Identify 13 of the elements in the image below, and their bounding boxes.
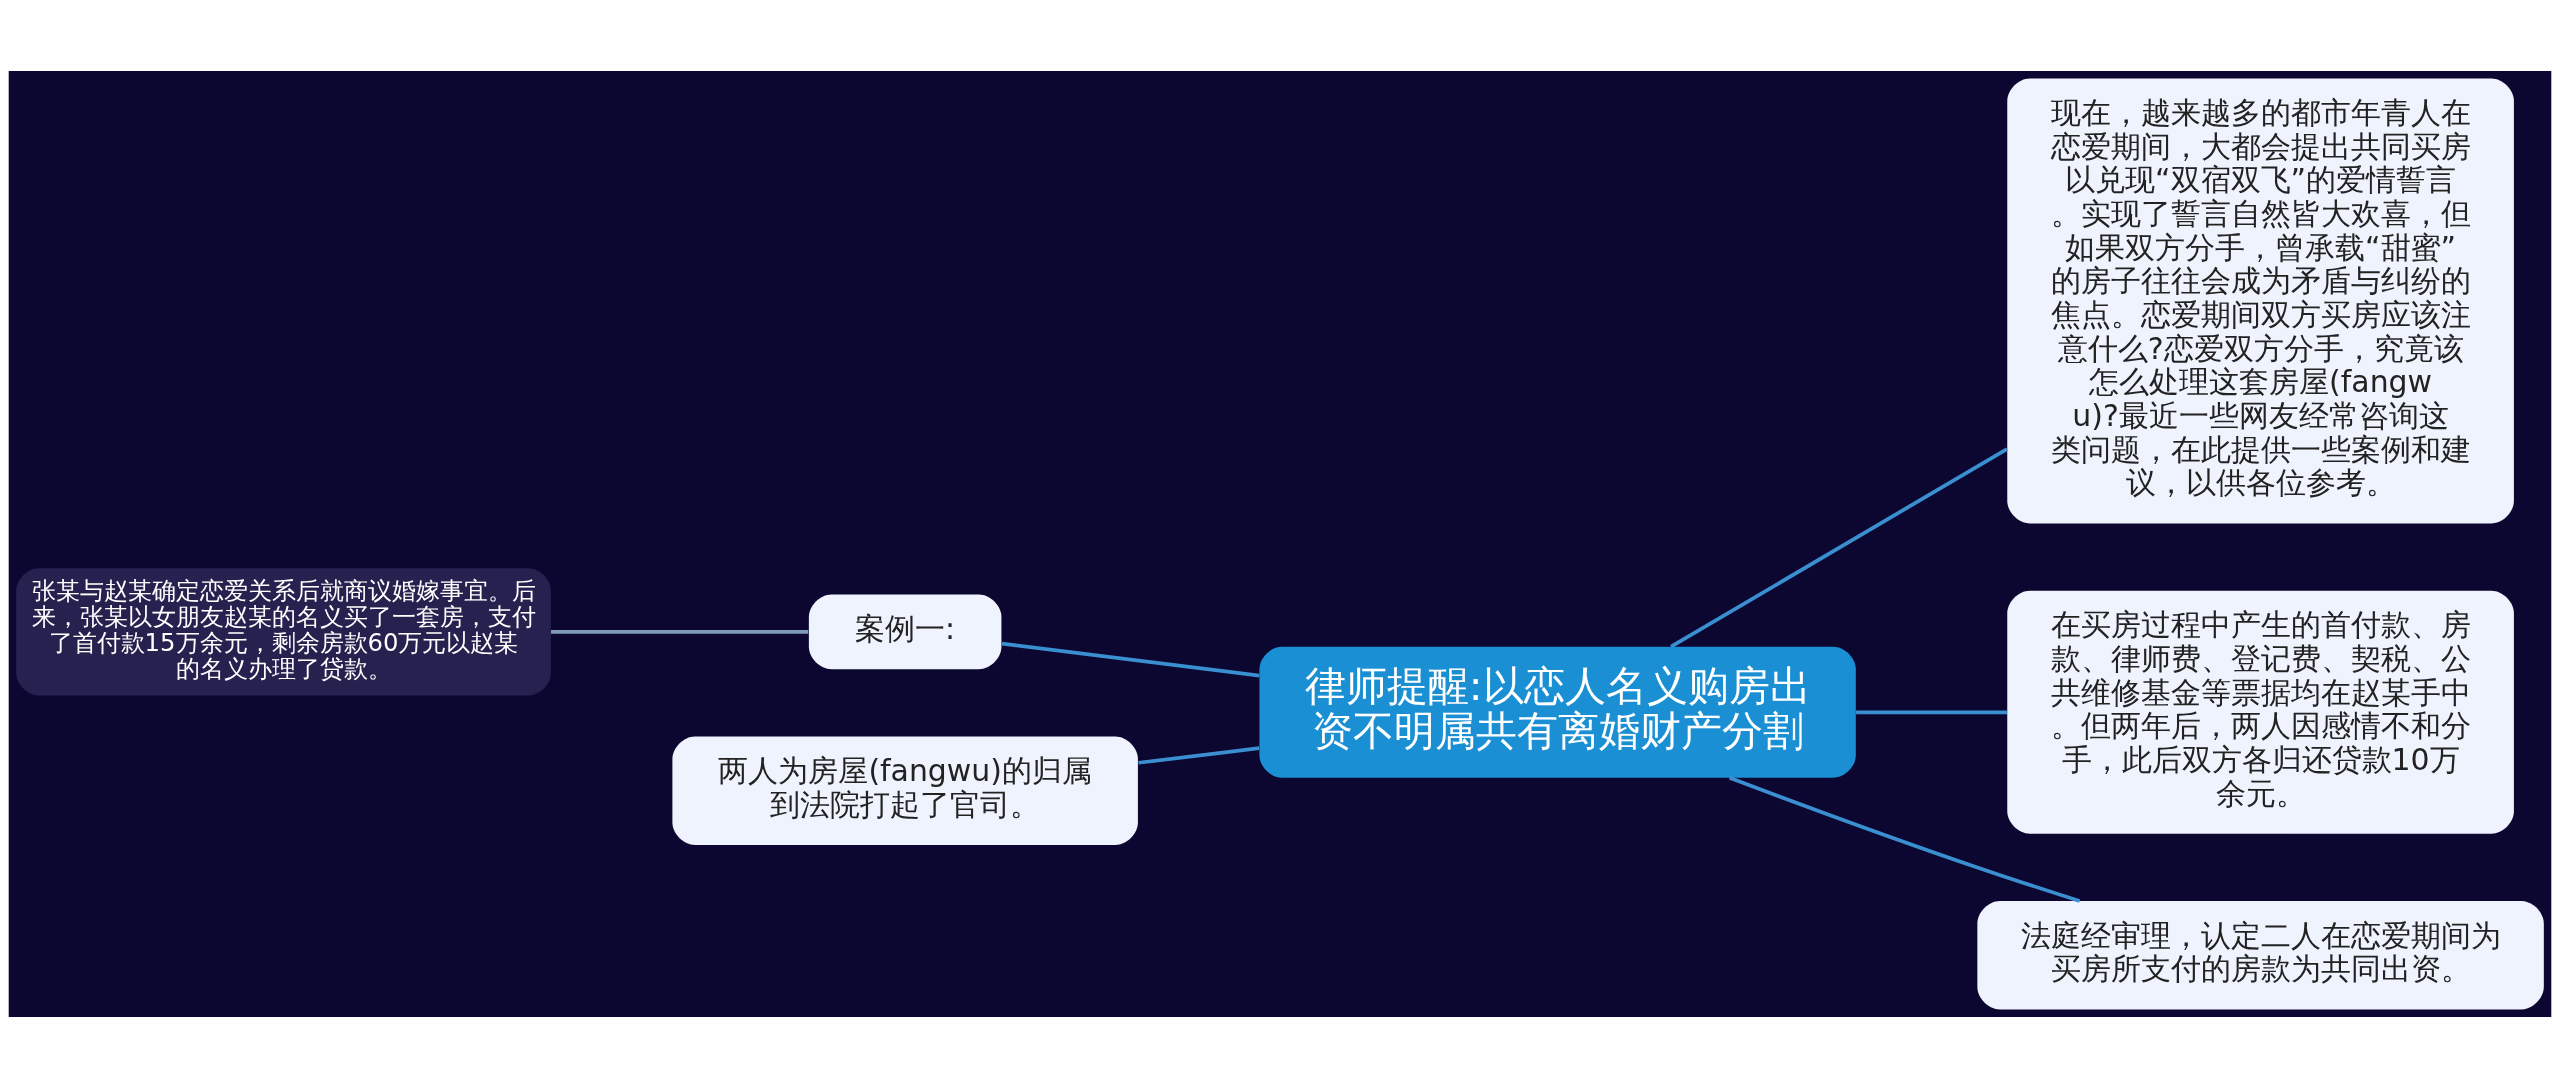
connector bbox=[1001, 641, 1260, 677]
connector bbox=[1670, 446, 2008, 648]
connector bbox=[551, 629, 809, 634]
node-box: 法庭经审理，认定二人在恋爱期间为买房所支付的房款为共同出资。 bbox=[1977, 900, 2544, 1009]
node-box: 张某与赵某确定恋爱关系后就商议婚嫁事宜。后来，张某以女朋友赵某的名义买了一套房，支付了首付款15万余元，剩余房款60万元以赵某的名义办理了贷款。 bbox=[16, 567, 551, 695]
connector bbox=[1856, 709, 2007, 714]
node-box: 两人为房屋(fangwu)的归属到法院打起了官司。 bbox=[672, 736, 1138, 845]
node-box: 案例一: bbox=[808, 594, 1002, 669]
connector bbox=[1728, 775, 2081, 903]
node-box: 现在，越来越多的都市年青人在恋爱期间，大都会提出共同买房以兑现“双宿双飞”的爱情誓言。实现了誓言自然皆大欢喜，但如果双方分手，曾承载“甜蜜”的房子往往会成为矛盾与纠纷的焦点。恋爱期间双方买房应该注意什么?恋爱双方分手，究竟该怎么处理这套房屋(fangwu)?最近一些网友经常咨询这类问题，在此提供一些案例和建议，以供各位参考。 bbox=[2007, 78, 2514, 523]
node-box: 在买房过程中产生的首付款、房款、律师费、登记费、契税、公共维修基金等票据均在赵某手中。但两年后，两人因感情不和分手，此后双方各归还贷款10万余元。 bbox=[2007, 590, 2514, 834]
connector bbox=[1138, 745, 1260, 765]
node-box: 律师提醒:以恋人名义购房出资不明属共有离婚财产分割 bbox=[1259, 646, 1856, 778]
